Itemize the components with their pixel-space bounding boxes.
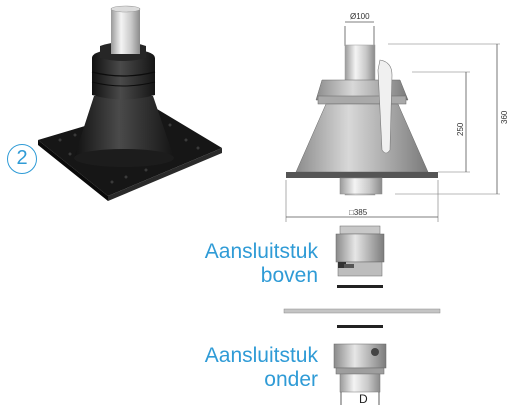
top-connector-label-line2: boven: [260, 264, 318, 287]
drawing-cone: [295, 103, 429, 173]
silver-pipe: [111, 8, 140, 54]
inner-height-dimension-label: 250: [456, 122, 465, 136]
bottom-connector-label-line1: Aansluitstuk: [204, 344, 318, 367]
top-connector-label-line1: Aansluitstuk: [204, 240, 318, 263]
base-width-dimension-label: □385: [349, 208, 368, 217]
bottom-connector-label-line2: onder: [264, 368, 318, 391]
seal-ring-top: [337, 285, 383, 288]
roof-plate: [283, 308, 441, 314]
step-number-badge: 2: [7, 144, 37, 174]
collar: [92, 49, 155, 100]
plate-holes: [58, 123, 200, 184]
cone: [74, 96, 174, 167]
top-connector-part: [335, 225, 385, 277]
diameter-dimension-label: Ø100: [350, 12, 370, 21]
top-connector-label: Aansluitstuk boven: [150, 240, 318, 288]
seal-ring-bottom: [337, 325, 383, 328]
drawing-base: [286, 172, 438, 178]
product-photo: [38, 5, 222, 201]
outer-height-dimension-label: 360: [500, 110, 507, 124]
bottom-connector-label: Aansluitstuk onder: [150, 344, 318, 392]
bottom-connector-part: [333, 343, 387, 405]
diameter-marker-label: D: [359, 392, 368, 406]
technical-drawing: [283, 21, 500, 405]
